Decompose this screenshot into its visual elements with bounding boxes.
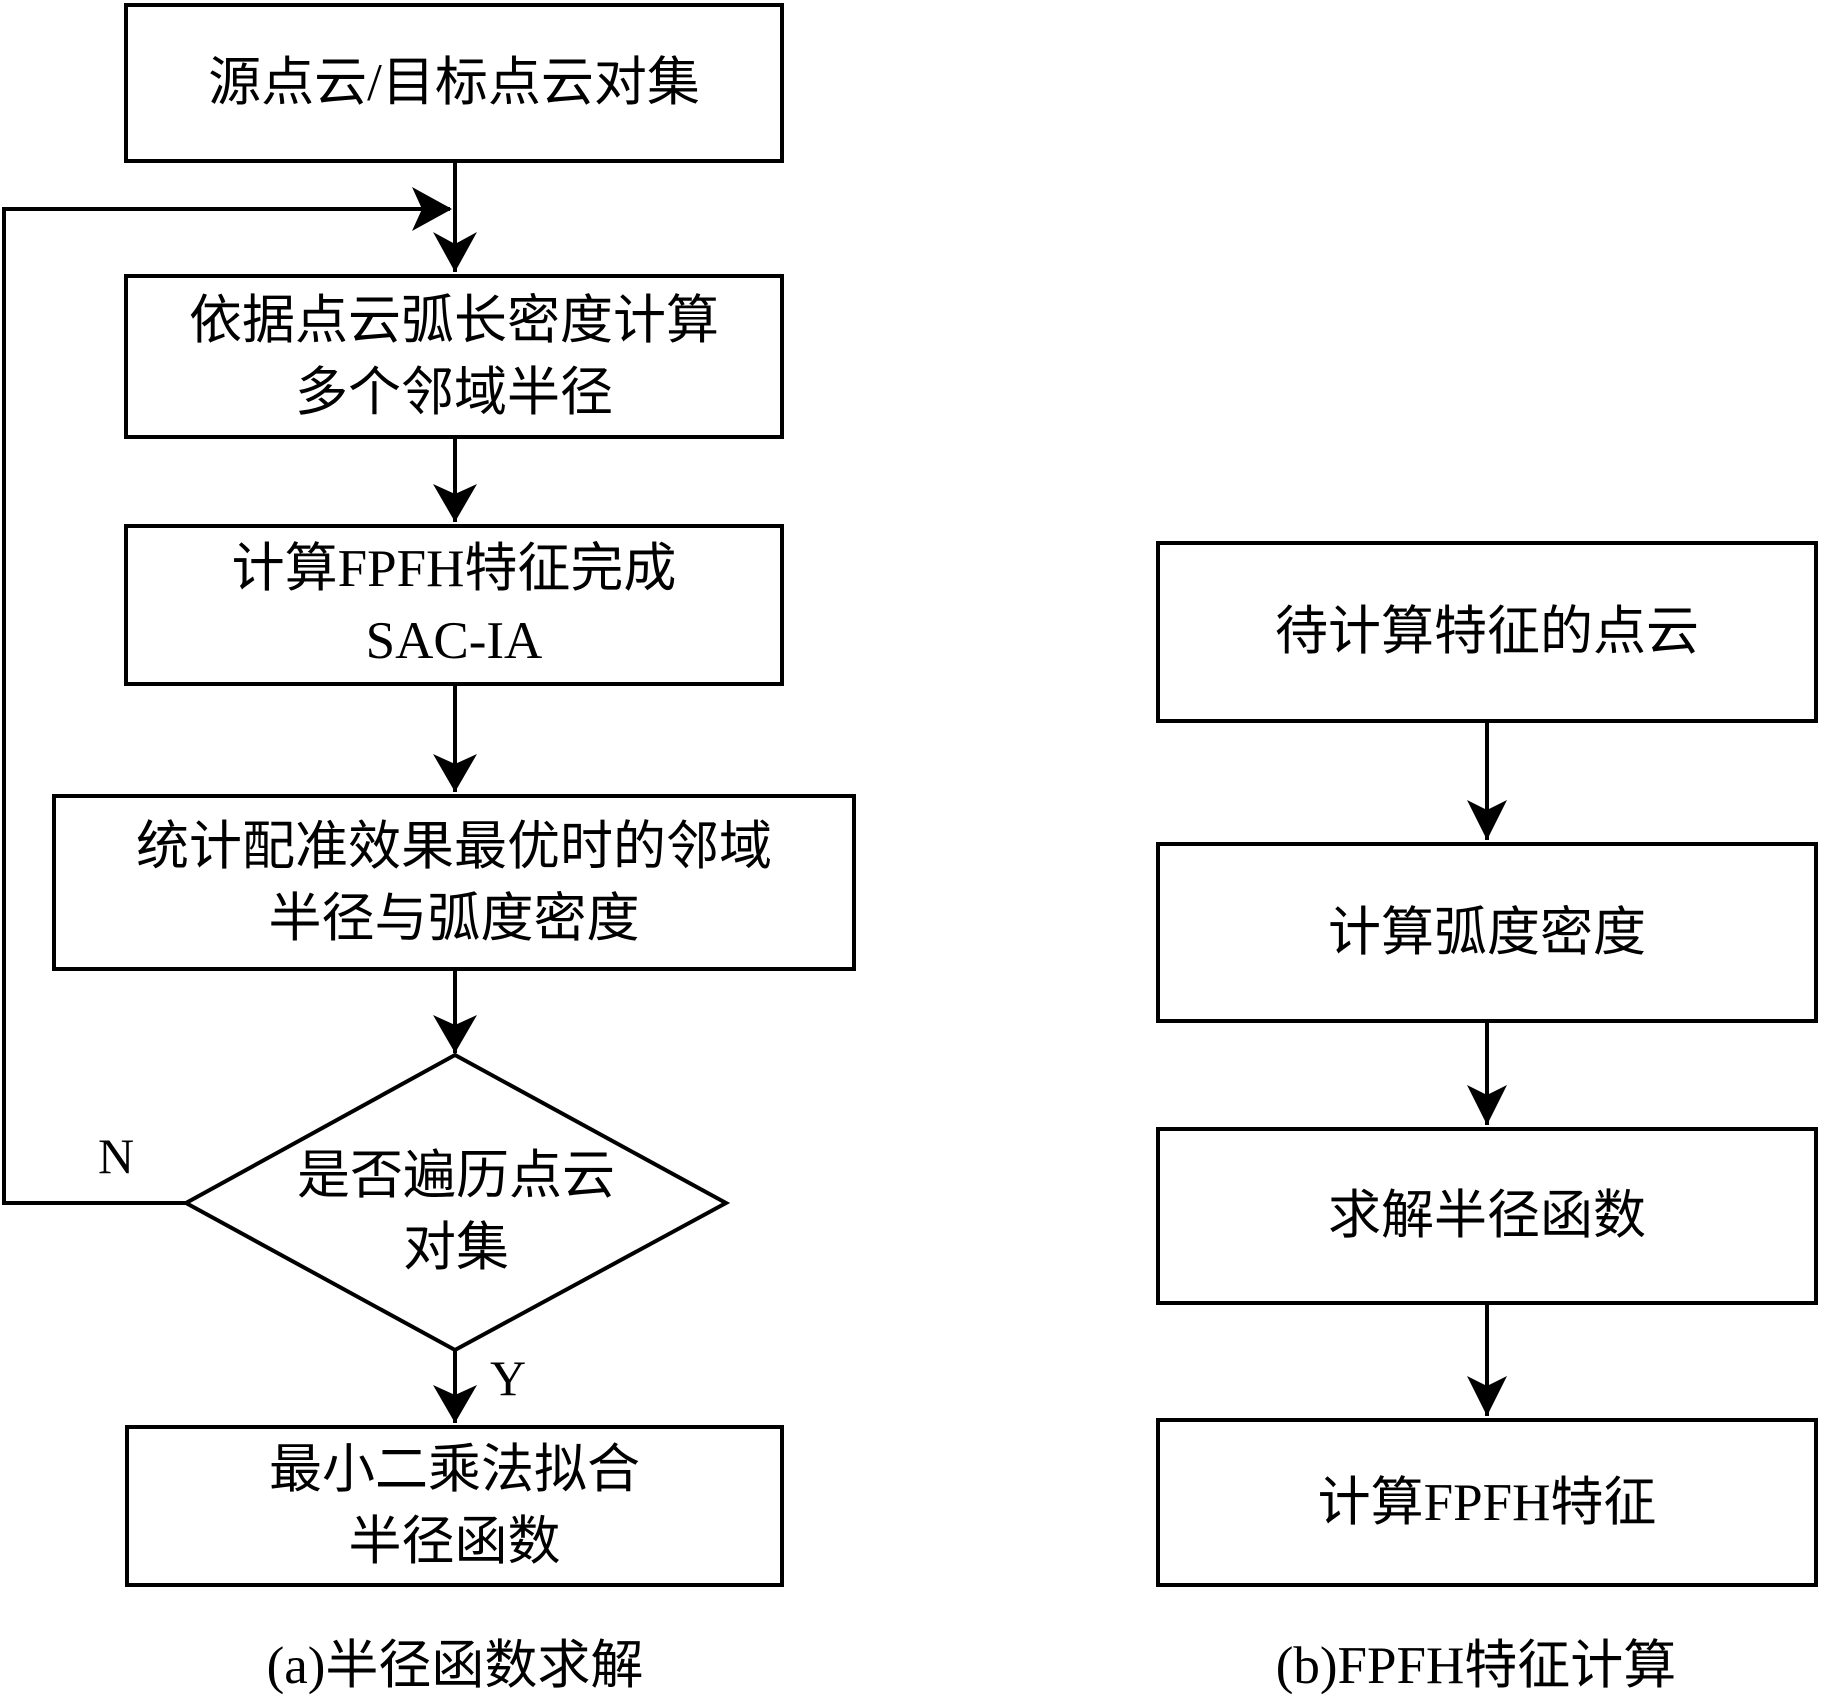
- step-text: 计算FPFH特征完成: [231, 540, 677, 598]
- caption-panel-b: (b)FPFH特征计算: [1275, 1637, 1677, 1695]
- arrowhead-b-2-3: [1467, 1085, 1507, 1125]
- step-least-squares-fit: 最小二乘法拟合 半径函数: [125, 1425, 784, 1587]
- step-fpfh-sac-ia: 计算FPFH特征完成 SAC-IA: [124, 524, 784, 686]
- decision-text: 是否遍历点云 对集: [186, 1140, 726, 1284]
- no-label: N: [98, 1128, 135, 1184]
- step-arc-density: 计算弧度密度: [1156, 842, 1818, 1023]
- step-text: 求解半径函数: [1328, 1187, 1646, 1245]
- arrowhead-yes: [433, 1385, 477, 1423]
- arrowhead-loop: [412, 187, 452, 231]
- step-text: 半径与弧度密度: [268, 889, 640, 948]
- step-text: 依据点云弧长密度计算: [189, 291, 719, 350]
- arrowhead-b-1-2: [1467, 800, 1507, 840]
- step-solve-radius-function: 求解半径函数: [1156, 1127, 1818, 1305]
- step-text: 多个邻域半径: [295, 363, 613, 422]
- step-input-cloud: 待计算特征的点云: [1156, 541, 1818, 723]
- loop-no-line: [2, 207, 450, 1205]
- arrowhead-a-4-decision: [433, 1015, 477, 1053]
- step-text: 源点云/目标点云对集: [208, 54, 700, 112]
- step-text: 计算FPFH特征: [1317, 1473, 1657, 1532]
- step-text: 最小二乘法拟合: [269, 1441, 640, 1499]
- step-text: 半径函数: [348, 1513, 561, 1571]
- caption-panel-a: (a)半径函数求解: [266, 1637, 644, 1695]
- step-text: SAC-IA: [365, 612, 543, 670]
- arrowhead-a-2-3: [433, 484, 477, 522]
- step-text: 待计算特征的点云: [1275, 603, 1699, 661]
- step-compute-fpfh: 计算FPFH特征: [1156, 1418, 1818, 1587]
- arrowhead-a-3-4: [433, 754, 477, 792]
- decision-line: 是否遍历点云: [297, 1147, 615, 1205]
- step-text: 计算弧度密度: [1328, 903, 1646, 962]
- step-statistics-optimal: 统计配准效果最优时的邻域 半径与弧度密度: [52, 794, 856, 971]
- arrowhead-b-3-4: [1467, 1376, 1507, 1416]
- arrowhead-a-1-2: [433, 232, 477, 272]
- decision-line: 对集: [403, 1219, 509, 1277]
- step-text: 统计配准效果最优时的邻域: [136, 817, 772, 876]
- step-compute-radii: 依据点云弧长密度计算 多个邻域半径: [124, 274, 784, 439]
- step-source-target-pairs: 源点云/目标点云对集: [124, 3, 784, 163]
- yes-label: Y: [490, 1350, 527, 1406]
